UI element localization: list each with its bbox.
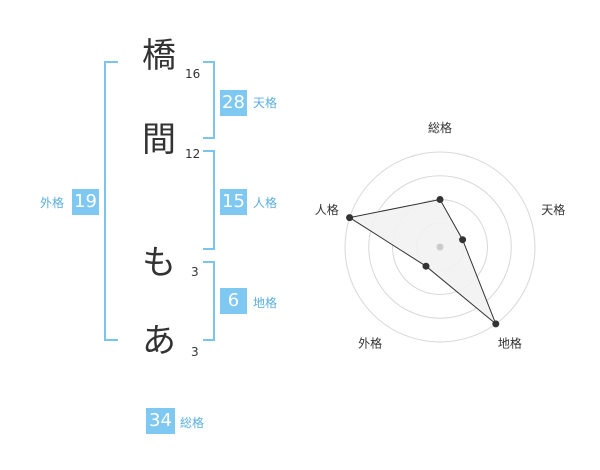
stroke-count-3: 3 xyxy=(191,265,199,279)
tenkaku-bracket xyxy=(203,61,215,139)
radar-axis-label-4: 外格 xyxy=(358,335,382,350)
tenkaku-value: 28 xyxy=(220,90,247,116)
chikaku-label: 地格 xyxy=(253,296,278,310)
gaikaku-label: 外格 xyxy=(40,196,65,210)
jinkaku-label: 人格 xyxy=(253,196,278,210)
radar-axis-label-2: 天格 xyxy=(541,202,565,217)
chikaku-bracket xyxy=(203,261,215,341)
radar-point-4 xyxy=(422,262,430,270)
stroke-count-1: 16 xyxy=(185,67,201,81)
radar-ring-4 xyxy=(344,151,536,343)
radar-point-1 xyxy=(436,196,444,203)
chikaku-value: 6 xyxy=(220,288,247,314)
radar-center-dot xyxy=(436,243,444,251)
radar-axis-label-1: 総格 xyxy=(428,120,452,135)
tenkaku-label: 天格 xyxy=(253,96,278,110)
radar-axis-label-3: 地格 xyxy=(498,335,522,350)
name-char-1: 橋 xyxy=(142,36,176,76)
radar-area xyxy=(348,198,497,325)
jinkaku-value: 15 xyxy=(220,189,247,215)
name-char-4: あ xyxy=(142,321,176,361)
stroke-count-4: 3 xyxy=(191,345,199,359)
gaikaku-bracket xyxy=(104,61,118,341)
soukaku-label: 総格 xyxy=(180,416,205,430)
gaikaku-value: 19 xyxy=(72,189,99,215)
radar-axis-label-5: 人格 xyxy=(315,202,339,217)
name-char-2: 間 xyxy=(142,120,176,160)
radar-ring-3 xyxy=(368,175,512,319)
radar-point-3 xyxy=(492,320,500,328)
name-char-3: も xyxy=(142,243,176,283)
jinkaku-bracket xyxy=(203,150,215,250)
radar-point-2 xyxy=(459,236,467,244)
stroke-count-2: 12 xyxy=(185,147,201,161)
soukaku-value: 34 xyxy=(146,408,175,434)
radar-point-5 xyxy=(346,214,354,222)
